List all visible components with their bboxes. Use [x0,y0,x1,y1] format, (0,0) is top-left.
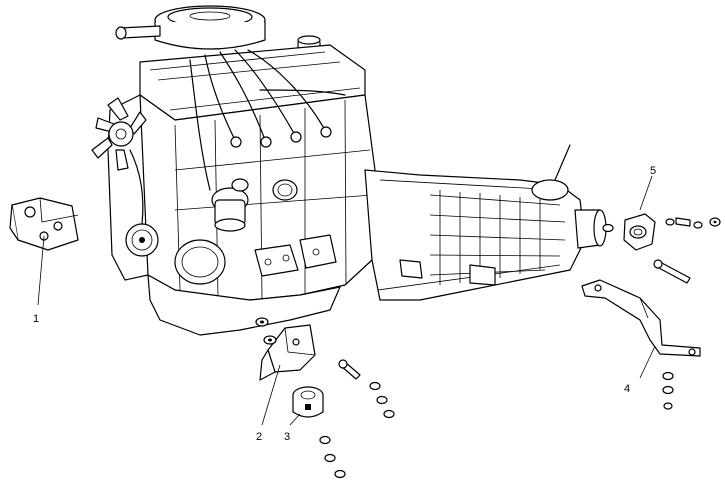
cooling-fan [91,97,147,171]
distributor [211,178,249,232]
engine-assembly [91,5,376,336]
part-5-rear-mount-insulator [623,175,656,251]
callout-4: 4 [624,383,630,395]
part-1-engine-mount-bracket [9,197,79,306]
oil-filter [174,239,226,285]
part-2-mount-bracket [259,324,316,426]
spark-plug-wires [189,49,346,191]
fasteners [255,217,721,479]
callout-labels: 1 2 3 4 5 [33,165,656,443]
crank-pulley [125,149,159,257]
part-3-rubber-insulator [289,386,324,426]
callout-1: 1 [33,313,39,325]
part-4-crossmember-bracket [581,279,701,379]
callout-3: 3 [284,431,290,443]
callout-2: 2 [256,431,262,443]
air-cleaner [115,5,266,50]
transmission [364,144,607,301]
callout-5: 5 [650,165,656,177]
oil-pan [147,274,341,336]
